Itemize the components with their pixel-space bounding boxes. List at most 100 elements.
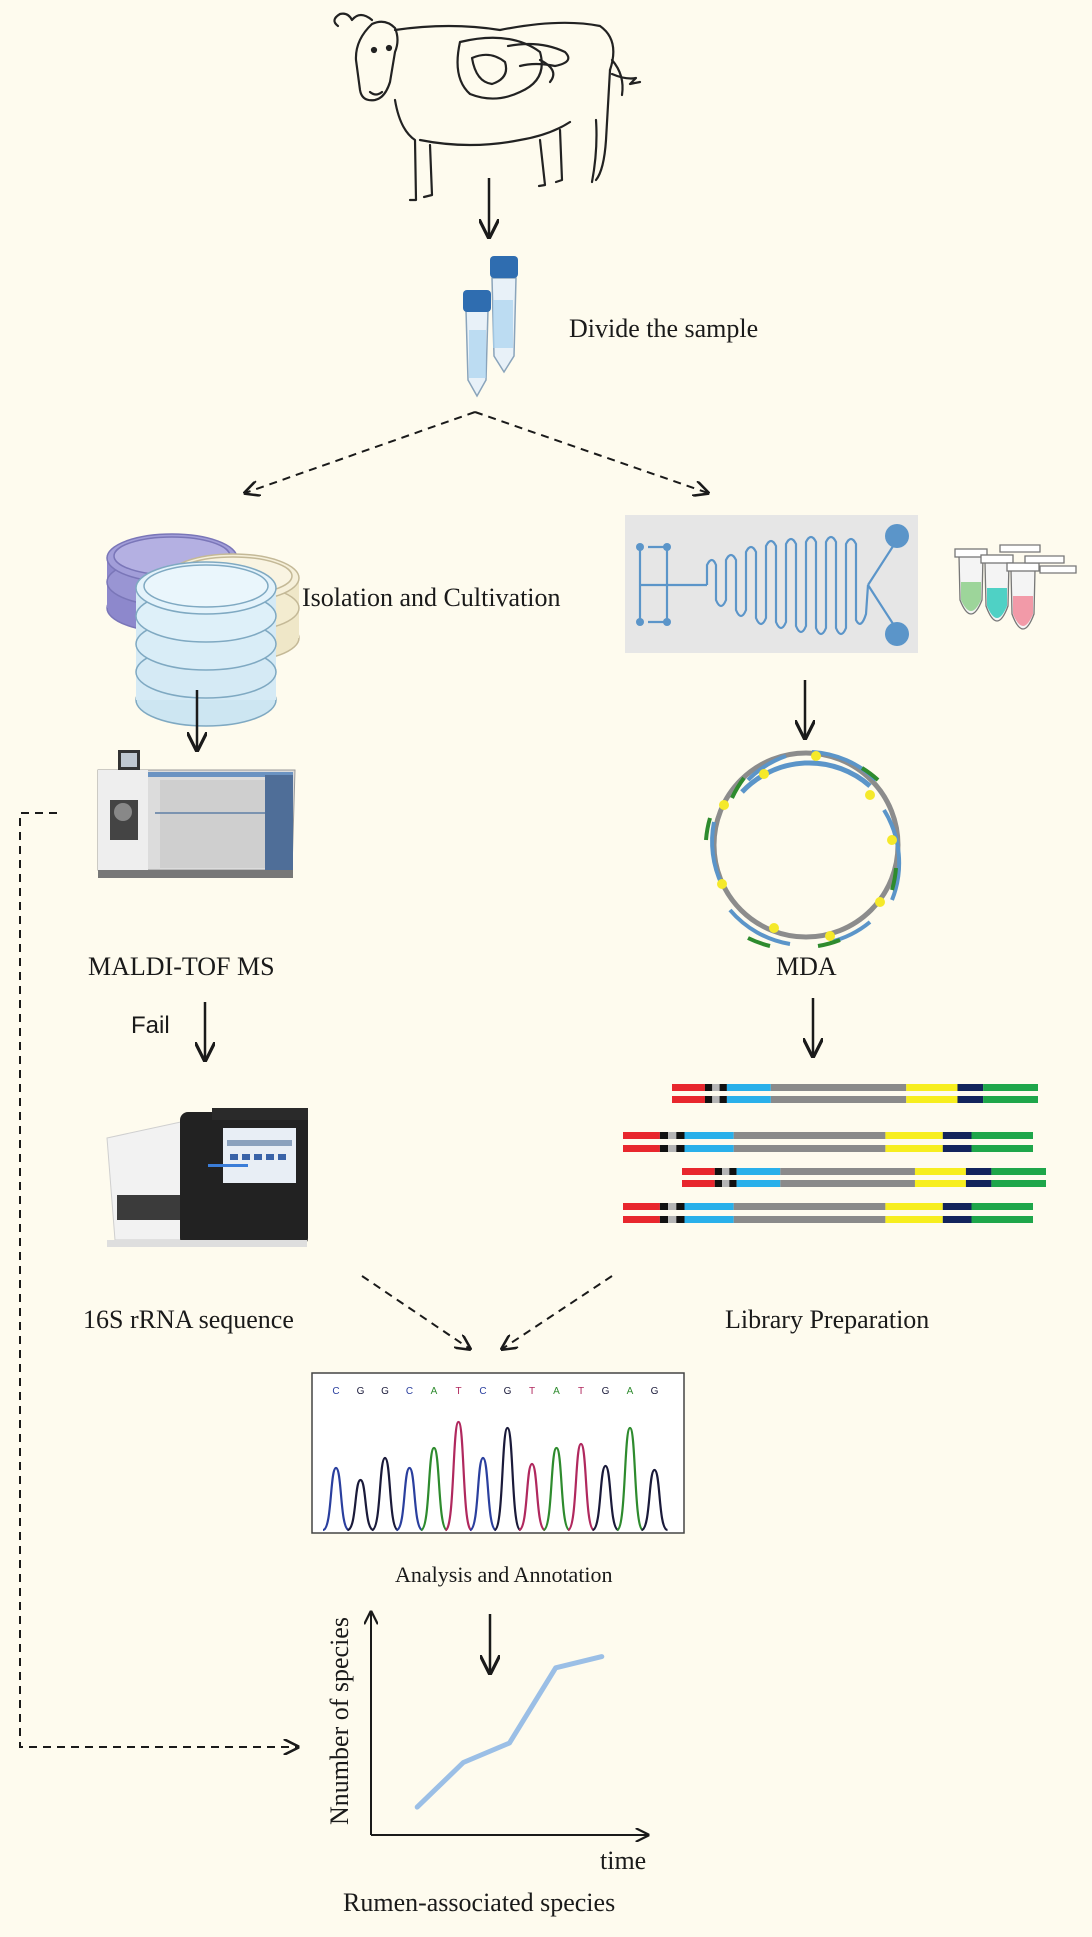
base-letter: G bbox=[381, 1386, 389, 1397]
read-segment bbox=[885, 1216, 943, 1223]
base-letter: A bbox=[431, 1386, 438, 1397]
read-segment bbox=[623, 1203, 660, 1210]
read-segment bbox=[682, 1168, 715, 1175]
base-letter: G bbox=[602, 1386, 610, 1397]
read-segment bbox=[971, 1145, 1033, 1152]
read-segment bbox=[659, 1145, 669, 1152]
read-segment bbox=[733, 1132, 886, 1139]
arrow-16s-to-analysis bbox=[361, 1275, 470, 1349]
read-segment bbox=[780, 1168, 915, 1175]
base-letter: G bbox=[357, 1386, 365, 1397]
chromatogram-peak bbox=[468, 1456, 498, 1532]
read-segment bbox=[906, 1096, 958, 1103]
read-segment bbox=[942, 1132, 972, 1139]
chromatogram-peak bbox=[566, 1442, 596, 1532]
read-segment bbox=[659, 1203, 669, 1210]
read-segment bbox=[623, 1132, 660, 1139]
read-segment bbox=[668, 1145, 677, 1152]
read-segment bbox=[971, 1203, 1033, 1210]
read-segment bbox=[729, 1180, 737, 1187]
chromatogram-peak bbox=[640, 1468, 669, 1532]
isolation-cultivation-label: Isolation and Cultivation bbox=[302, 583, 561, 612]
read-segment bbox=[942, 1203, 972, 1210]
read-segment bbox=[682, 1180, 715, 1187]
arrow-library-to-analysis bbox=[502, 1275, 613, 1349]
analysis-annotation-label: Analysis and Annotation bbox=[395, 1562, 613, 1587]
read-segment bbox=[914, 1180, 966, 1187]
mda-amplification-icon bbox=[704, 750, 902, 948]
chromatogram-peak bbox=[591, 1464, 620, 1532]
read-segment bbox=[719, 1096, 727, 1103]
base-letter: T bbox=[455, 1386, 461, 1397]
read-segment bbox=[714, 1168, 723, 1175]
sequencer-icon bbox=[106, 1108, 308, 1247]
cow-illustration bbox=[333, 12, 642, 202]
read-segment bbox=[712, 1096, 720, 1103]
read-segment bbox=[906, 1084, 958, 1091]
microfluidic-chip-icon bbox=[625, 515, 918, 653]
read-segment bbox=[676, 1203, 685, 1210]
read-segment bbox=[971, 1216, 1033, 1223]
read-segment bbox=[983, 1084, 1038, 1091]
base-letter: G bbox=[504, 1386, 512, 1397]
read-segment bbox=[714, 1180, 723, 1187]
rrna-sequence-label: 16S rRNA sequence bbox=[83, 1305, 294, 1334]
read-segment bbox=[991, 1180, 1046, 1187]
read-segment bbox=[676, 1132, 685, 1139]
read-segment bbox=[885, 1203, 943, 1210]
read-segment bbox=[957, 1096, 984, 1103]
maldi-instrument-icon bbox=[97, 750, 296, 878]
read-segment bbox=[770, 1096, 907, 1103]
read-segment bbox=[722, 1168, 730, 1175]
chromatogram-peak bbox=[615, 1426, 645, 1532]
rumen-species-label: Rumen-associated species bbox=[343, 1888, 616, 1917]
chromatogram-peak bbox=[346, 1478, 375, 1532]
read-segment bbox=[733, 1145, 886, 1152]
species-chart bbox=[371, 1612, 648, 1835]
base-letter: A bbox=[553, 1386, 560, 1397]
read-segment bbox=[965, 1180, 992, 1187]
read-segment bbox=[736, 1180, 781, 1187]
series-line bbox=[414, 1654, 605, 1810]
read-segment bbox=[676, 1145, 685, 1152]
chromatogram-peak bbox=[444, 1420, 473, 1532]
base-letter: C bbox=[479, 1386, 486, 1397]
read-segment bbox=[704, 1096, 713, 1103]
read-segment bbox=[712, 1084, 720, 1091]
library-preparation-label: Library Preparation bbox=[725, 1305, 930, 1334]
read-segment bbox=[672, 1096, 705, 1103]
read-segment bbox=[684, 1216, 734, 1223]
arrow-split-right bbox=[474, 411, 708, 493]
read-segment bbox=[684, 1145, 734, 1152]
base-letter: T bbox=[529, 1386, 535, 1397]
read-segment bbox=[668, 1203, 677, 1210]
petri-dishes-icon bbox=[106, 533, 300, 727]
read-segment bbox=[885, 1132, 943, 1139]
read-segment bbox=[726, 1096, 771, 1103]
microtubes-icon bbox=[954, 544, 1077, 630]
read-segment bbox=[668, 1216, 677, 1223]
read-segment bbox=[676, 1216, 685, 1223]
chromatogram-peak bbox=[493, 1426, 522, 1532]
chromatogram-peak bbox=[370, 1456, 400, 1532]
chromatogram-peak bbox=[321, 1466, 351, 1532]
read-segment bbox=[971, 1132, 1033, 1139]
fail-label: Fail bbox=[131, 1012, 170, 1039]
read-segment bbox=[623, 1216, 660, 1223]
divide-sample-label: Divide the sample bbox=[569, 314, 759, 343]
read-segment bbox=[722, 1180, 730, 1187]
library-reads-icon bbox=[623, 1084, 1046, 1223]
read-segment bbox=[885, 1145, 943, 1152]
read-segment bbox=[983, 1096, 1038, 1103]
read-segment bbox=[736, 1168, 781, 1175]
arrow-split-left bbox=[245, 411, 476, 493]
chromatogram-peak bbox=[542, 1446, 571, 1532]
chromatogram-peak bbox=[419, 1446, 449, 1532]
read-segment bbox=[733, 1216, 886, 1223]
read-segment bbox=[684, 1203, 734, 1210]
read-segment bbox=[659, 1216, 669, 1223]
read-segment bbox=[942, 1216, 972, 1223]
read-segment bbox=[719, 1084, 727, 1091]
